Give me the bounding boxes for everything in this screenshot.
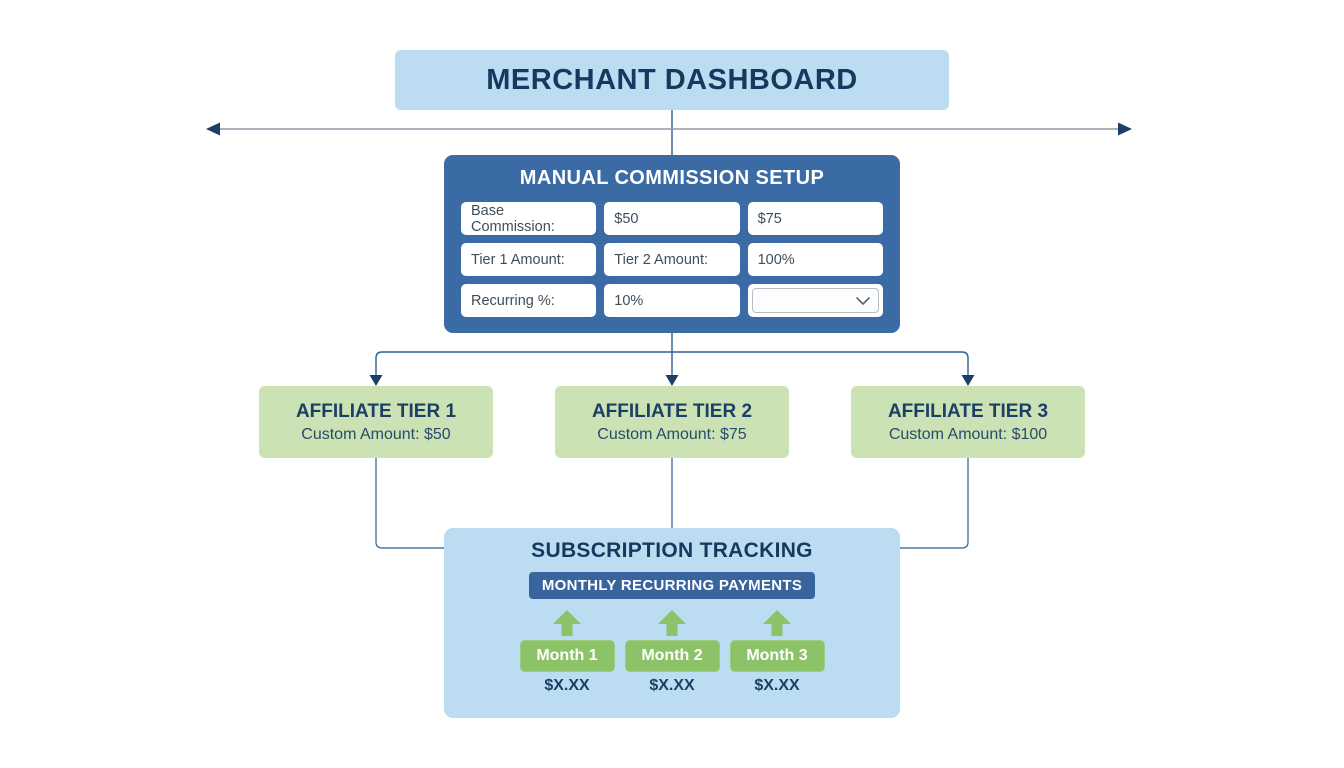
commission-row-3: Recurring %: 10% (461, 284, 883, 317)
month-2-column: Month 2 $X.XX (624, 610, 720, 695)
base-commission-input-2[interactable]: $75 (747, 202, 883, 235)
month-2-amount: $X.XX (649, 677, 695, 694)
tier2-amount-label: Tier 2 Amount: (604, 243, 740, 276)
recurring-percent-input[interactable]: 10% (604, 284, 740, 317)
months-row: Month 1 $X.XX Month 2 $X.XX Month 3 $X.X… (519, 610, 825, 695)
commission-row-2: Tier 1 Amount: Tier 2 Amount: 100% (461, 243, 883, 276)
monthly-recurring-payments-badge: MONTHLY RECURRING PAYMENTS (528, 572, 816, 599)
commission-grid: Base Commission: $50 $75 Tier 1 Amount: … (461, 202, 883, 317)
commission-panel-title: MANUAL COMMISSION SETUP (519, 167, 825, 189)
page-title: MERCHANT DASHBOARD (486, 63, 858, 96)
merchant-dashboard-header: MERCHANT DASHBOARD (395, 50, 949, 110)
month-3-button[interactable]: Month 3 (729, 640, 825, 672)
affiliate-tier-2-card: AFFILIATE TIER 2 Custom Amount: $75 (555, 386, 789, 458)
tier-1-title: AFFILIATE TIER 1 (295, 400, 457, 422)
up-arrow-icon (658, 610, 686, 636)
base-commission-label: Base Commission: (461, 202, 597, 235)
chevron-down-icon (856, 296, 870, 305)
tier-2-title: AFFILIATE TIER 2 (591, 400, 753, 422)
tier-2-custom-amount: Custom Amount: $75 (597, 425, 747, 443)
up-arrow-icon (763, 610, 791, 636)
tier-1-custom-amount: Custom Amount: $50 (301, 425, 451, 443)
subscription-panel-title: SUBSCRIPTION TRACKING (531, 539, 813, 562)
tier-3-title: AFFILIATE TIER 3 (887, 400, 1049, 422)
base-commission-input[interactable]: $50 (604, 202, 740, 235)
affiliate-tier-1-card: AFFILIATE TIER 1 Custom Amount: $50 (259, 386, 493, 458)
month-1-column: Month 1 $X.XX (519, 610, 615, 695)
commission-select[interactable] (751, 288, 879, 313)
manual-commission-setup-panel: MANUAL COMMISSION SETUP Base Commission:… (444, 155, 900, 333)
recurring-percent-label: Recurring %: (461, 284, 597, 317)
affiliate-tier-3-card: AFFILIATE TIER 3 Custom Amount: $100 (851, 386, 1085, 458)
month-3-column: Month 3 $X.XX (729, 610, 825, 695)
subscription-tracking-panel: SUBSCRIPTION TRACKING MONTHLY RECURRING … (444, 528, 900, 718)
commission-row-1: Base Commission: $50 $75 (461, 202, 883, 235)
month-1-amount: $X.XX (544, 677, 590, 694)
tier-3-custom-amount: Custom Amount: $100 (888, 425, 1048, 443)
commission-dropdown-cell (747, 284, 883, 317)
tier-percent-input[interactable]: 100% (747, 243, 883, 276)
tier1-amount-label: Tier 1 Amount: (461, 243, 597, 276)
month-3-amount: $X.XX (754, 677, 800, 694)
month-2-button[interactable]: Month 2 (624, 640, 720, 672)
up-arrow-icon (553, 610, 581, 636)
month-1-button[interactable]: Month 1 (519, 640, 615, 672)
